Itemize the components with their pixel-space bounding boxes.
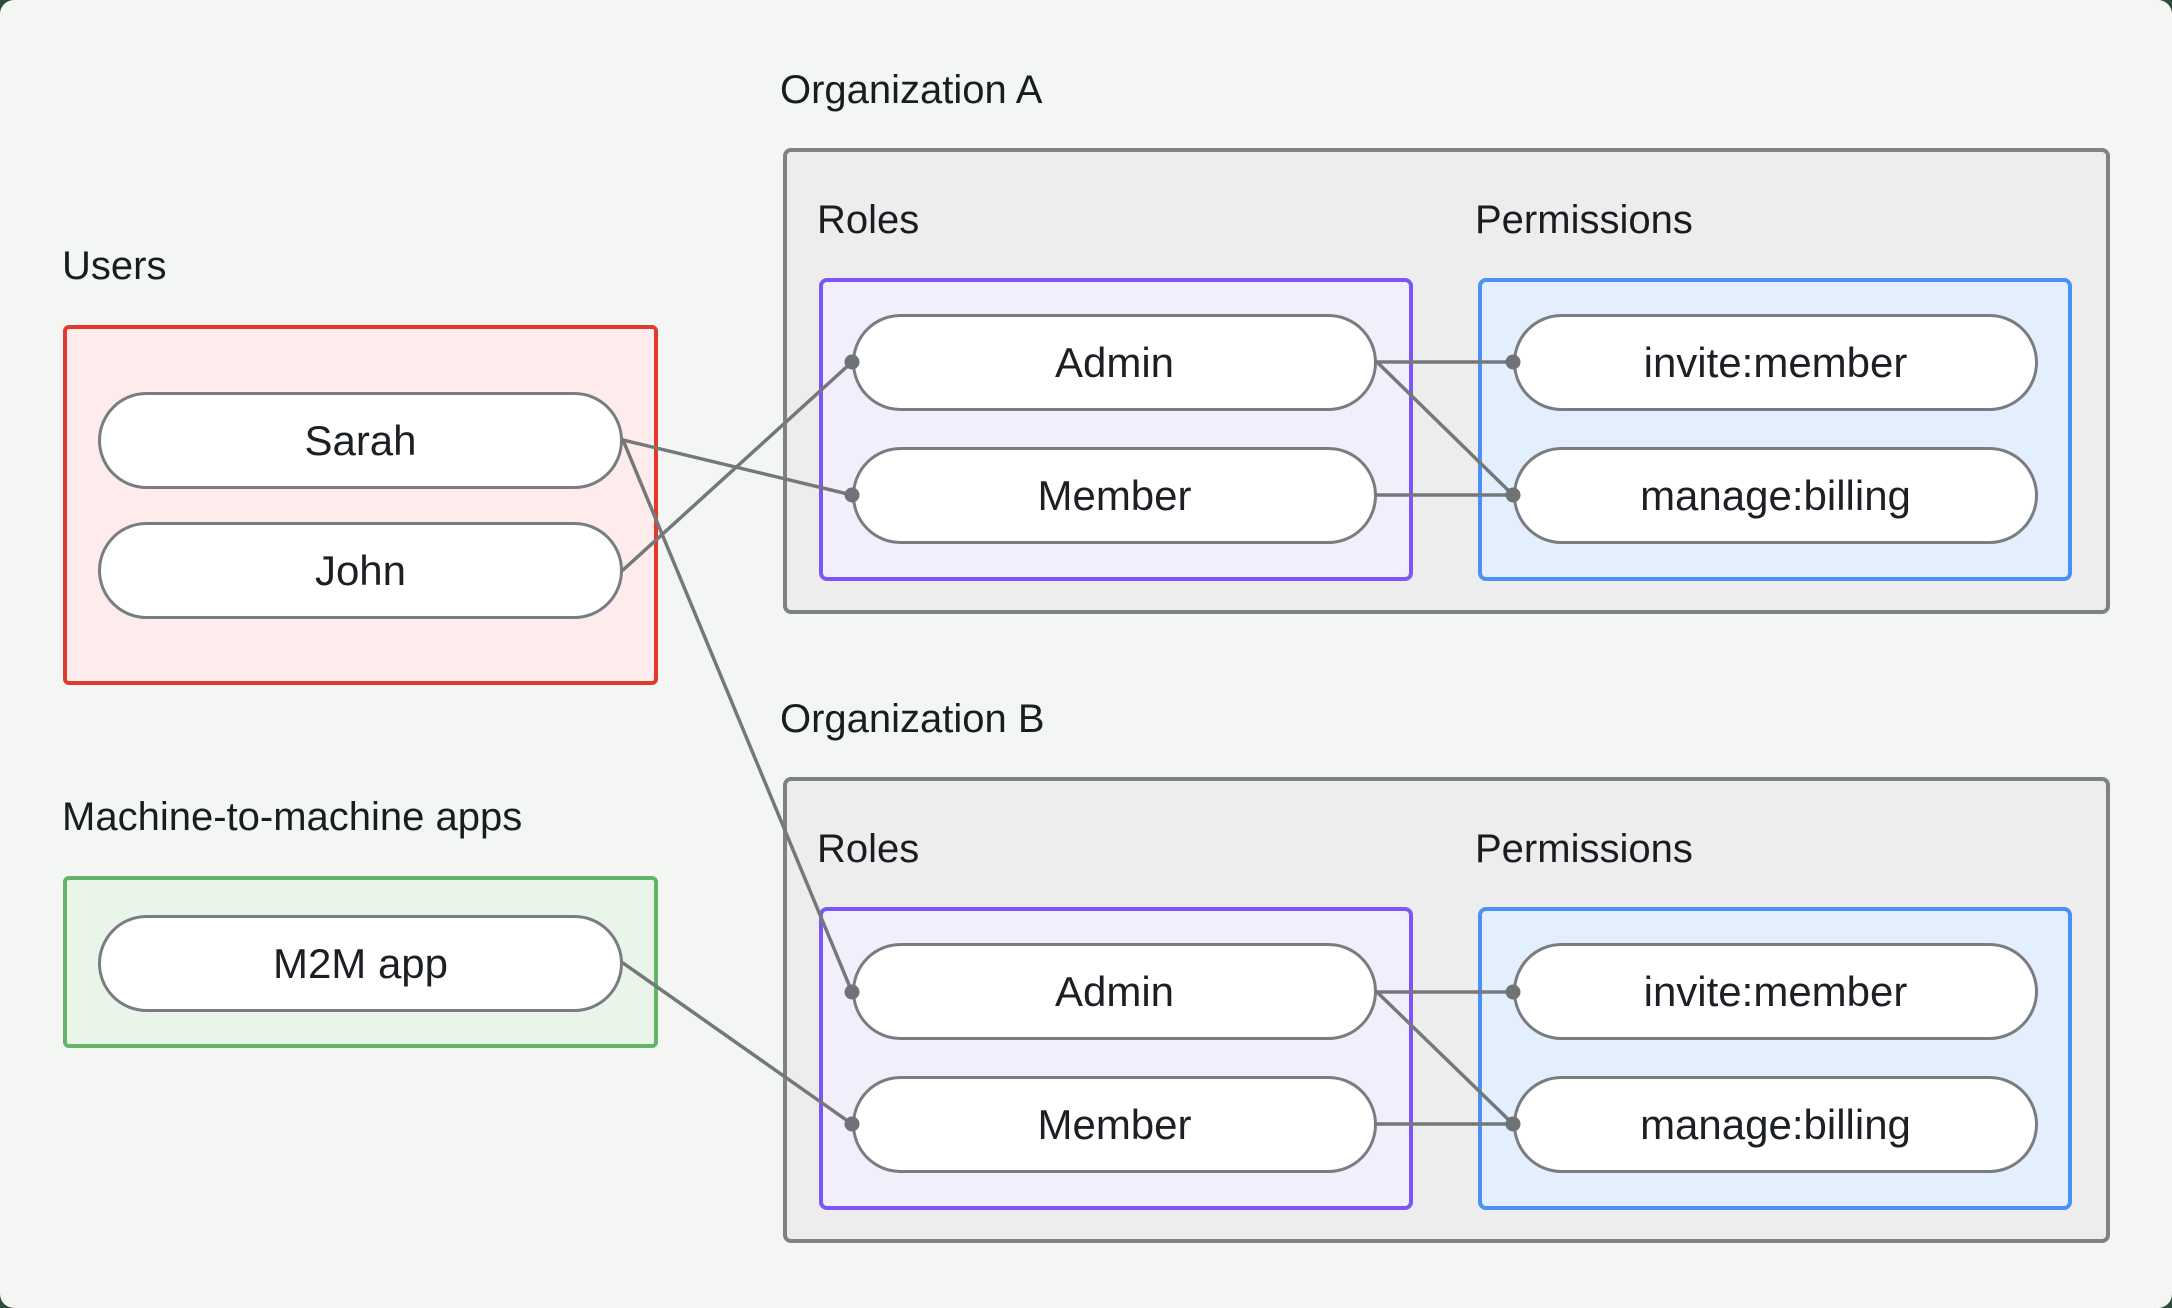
m2m-heading: Machine-to-machine apps — [62, 795, 523, 839]
org-a-permissions-box: invite:member manage:billing — [1478, 278, 2072, 581]
org-a-roles-heading: Roles — [817, 198, 920, 242]
org-b-permissions-heading: Permissions — [1475, 827, 1693, 871]
org-b-permission-manage-billing: manage:billing — [1513, 1076, 2038, 1173]
user-node-sarah: Sarah — [98, 392, 623, 489]
org-b-role-member: Member — [852, 1076, 1377, 1173]
org-a-box: Roles Permissions Admin Member invite:me… — [783, 148, 2110, 614]
org-a-role-member: Member — [852, 447, 1377, 544]
org-a-permission-invite-member: invite:member — [1513, 314, 2038, 411]
org-b-box: Roles Permissions Admin Member invite:me… — [783, 777, 2110, 1243]
org-a-permission-manage-billing: manage:billing — [1513, 447, 2038, 544]
users-heading: Users — [62, 244, 167, 288]
user-node-john: John — [98, 522, 623, 619]
org-b-permission-invite-member: invite:member — [1513, 943, 2038, 1040]
org-b-heading: Organization B — [780, 697, 1045, 741]
org-b-permissions-box: invite:member manage:billing — [1478, 907, 2072, 1210]
org-b-roles-heading: Roles — [817, 827, 920, 871]
m2m-group-box: M2M app — [63, 876, 658, 1048]
users-group-box: Sarah John — [63, 325, 658, 685]
org-b-roles-box: Admin Member — [819, 907, 1413, 1210]
org-a-permissions-heading: Permissions — [1475, 198, 1693, 242]
org-a-role-admin: Admin — [852, 314, 1377, 411]
org-a-roles-box: Admin Member — [819, 278, 1413, 581]
m2m-app-node: M2M app — [98, 915, 623, 1012]
org-a-heading: Organization A — [780, 68, 1043, 112]
org-b-role-admin: Admin — [852, 943, 1377, 1040]
